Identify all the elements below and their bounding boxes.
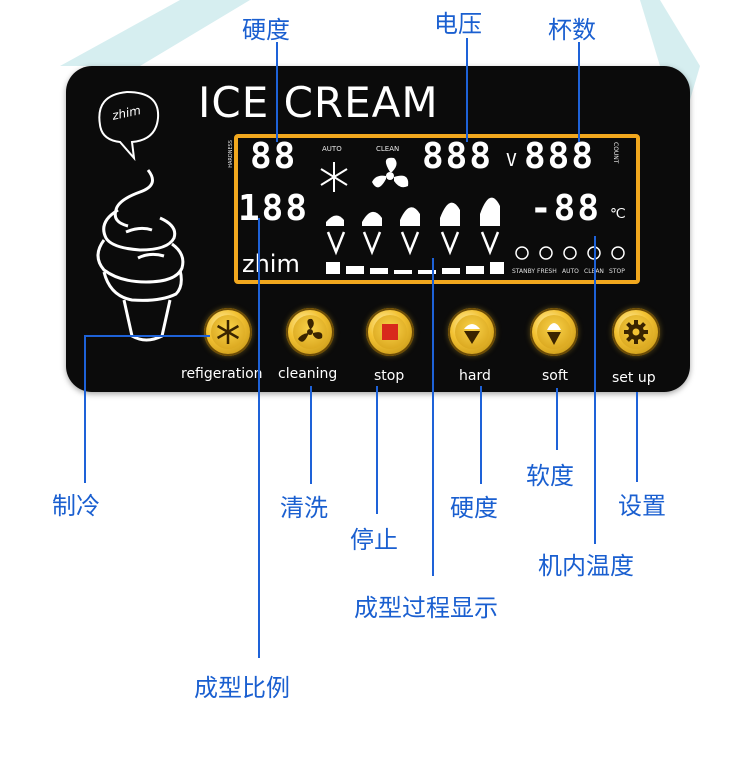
lcd-hardness-digits: 88 [250, 136, 298, 177]
leader-forming-ratio [258, 218, 260, 658]
leader-settings [636, 392, 638, 482]
lcd-temp-unit: ℃ [610, 206, 628, 222]
lcd-display [234, 134, 640, 284]
cone-stage-5 [480, 231, 500, 256]
soft-button[interactable] [530, 308, 578, 356]
leader-cleaning [310, 386, 312, 484]
cone-stage-2 [362, 231, 382, 256]
callout-softness: 软度 [526, 462, 574, 490]
cone-stage-3 [400, 231, 420, 256]
lcd-count-label: COUNT [612, 142, 619, 164]
leader-stop [376, 386, 378, 514]
state-label-fresh: FRESH [537, 268, 557, 275]
callout-inner-temp: 机内温度 [538, 552, 634, 580]
leader-inner-temp [594, 236, 596, 544]
callout-refrigeration: 制冷 [52, 492, 100, 520]
leader-top-voltage [466, 38, 468, 142]
leader-hardness [480, 386, 482, 484]
state-label-clean: CLEAN [584, 268, 604, 275]
lcd-ratio-digits: 188 [238, 188, 310, 229]
callout-stop: 停止 [350, 526, 398, 554]
fan-icon [298, 318, 323, 342]
lcd-voltage-unit: V [506, 150, 519, 171]
leader-top-cups [578, 42, 580, 142]
leader-softness [556, 388, 558, 450]
callout-top-cups: 杯数 [548, 16, 596, 44]
snowflake-icon [216, 320, 240, 344]
leader-forming-display [432, 258, 434, 576]
gear-icon [624, 320, 648, 344]
callout-settings: 设置 [618, 492, 666, 520]
callout-top-hardness: 硬度 [242, 16, 290, 44]
leader-refrigeration-v [84, 335, 86, 483]
leader-refrigeration-h [84, 335, 210, 337]
soft-cone-icon [547, 323, 561, 345]
refrigeration-button-label: refigeration [181, 366, 263, 382]
lcd-temp-digits: -88 [530, 188, 602, 229]
lcd-voltage-digits: 888 [422, 136, 494, 177]
stop-button-label: stop [374, 368, 405, 384]
stop-button[interactable] [366, 308, 414, 356]
lcd-fan-icon [372, 157, 409, 188]
callout-forming-display: 成型过程显示 [354, 594, 498, 622]
forming-bars [326, 262, 504, 274]
callout-top-voltage: 电压 [434, 10, 482, 38]
lcd-snowflake-icon [320, 162, 348, 192]
lcd-cups-digits: 888 [524, 136, 596, 177]
callout-cleaning: 清洗 [280, 494, 328, 522]
state-label-stop: STOP [609, 268, 625, 275]
state-label-standby: STANBY [512, 268, 536, 275]
hard-button[interactable] [448, 308, 496, 356]
refrigeration-button[interactable] [204, 308, 252, 356]
callout-hardness: 硬度 [450, 494, 498, 522]
leader-top-hardness [276, 42, 278, 142]
cleaning-button[interactable] [286, 308, 334, 356]
cone-stage-1 [326, 231, 346, 256]
lcd-zhim-label: zhim [242, 250, 300, 278]
lcd-clean-label: CLEAN [376, 145, 400, 153]
state-label-auto: AUTO [562, 268, 579, 275]
callout-forming-ratio: 成型比例 [194, 674, 290, 702]
setup-button[interactable] [612, 308, 660, 356]
cleaning-button-label: cleaning [278, 366, 338, 382]
setup-button-label: set up [612, 370, 656, 386]
hard-button-label: hard [459, 368, 491, 384]
lcd-auto-label: AUTO [322, 145, 342, 153]
stop-square-icon [382, 324, 398, 340]
cone-stage-4 [440, 231, 460, 256]
brand-title: ICE CREAM [198, 78, 439, 127]
hard-cone-icon [464, 324, 480, 344]
soft-button-label: soft [542, 368, 569, 384]
